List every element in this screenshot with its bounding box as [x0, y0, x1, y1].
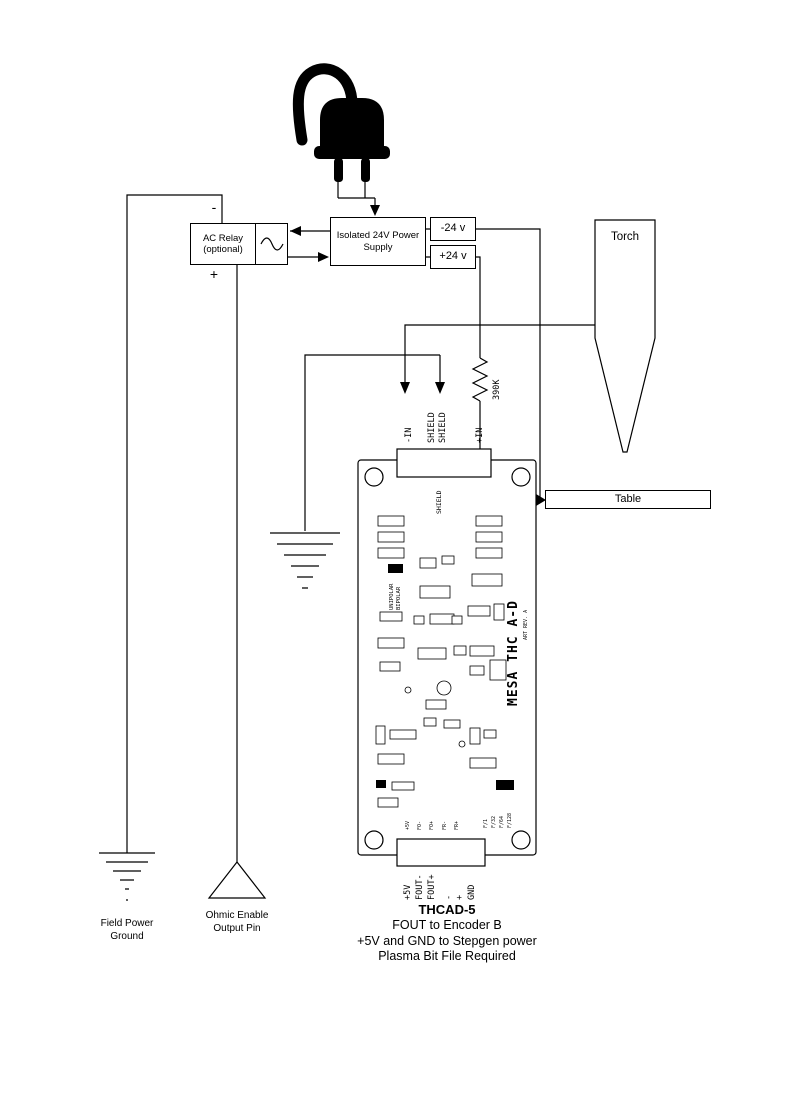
board-pin-fr-minus-label: FR-: [442, 821, 448, 830]
ac-relay-box: AC Relay (optional): [190, 223, 256, 265]
arrow-down-neg-in-icon: [400, 382, 410, 394]
shield-ground-icon: [270, 532, 340, 589]
ac-relay-label: AC Relay: [202, 232, 244, 244]
board-components: [375, 515, 514, 808]
resistor-value-label: 390K: [492, 379, 502, 400]
arrow-right-into-supply-icon: [318, 252, 329, 262]
arrow-right-into-table-icon: [536, 494, 546, 506]
terminal-fout-plus-label: FOUT+: [427, 874, 437, 900]
pos24v-box: +24 v: [430, 245, 476, 269]
arrow-left-into-relay-icon: [290, 226, 301, 236]
field-ground-label-line1: Field Power: [100, 918, 154, 929]
wire-supply-to-24v: [426, 228, 430, 258]
board-logo-label: MESA THC A-D: [506, 600, 521, 706]
terminal-minus-label: -: [444, 895, 454, 900]
relay-plus-label: +: [209, 266, 219, 282]
ohmic-enable-label: Ohmic Enable Output Pin: [193, 910, 281, 935]
relay-minus-label: -: [211, 199, 217, 215]
board-freq-f64-label: F/64: [499, 816, 505, 828]
table-label: Table: [614, 492, 642, 505]
board-pin-fo-minus-label: FO-: [417, 821, 423, 830]
terminal-shield1-label: SHIELD: [427, 412, 437, 443]
board-silk-unipolar-label: UNIPOLAR: [389, 583, 395, 610]
terminal-neg-in-label: -IN: [404, 428, 414, 443]
sine-wave-icon: [259, 237, 284, 251]
terminal-gnd-label: GND: [467, 885, 477, 900]
ohmic-enable-label-line1: Ohmic Enable: [205, 910, 269, 921]
footer-notes: THCAD-5 FOUT to Encoder B +5V and GND to…: [322, 902, 572, 965]
torch-label: Torch: [610, 231, 640, 243]
footer-line1: FOUT to Encoder B: [392, 918, 502, 932]
arrow-down-into-supply-icon: [370, 205, 380, 216]
ohmic-triangle-icon: [207, 861, 267, 899]
table-box: Table: [545, 490, 711, 509]
field-ground-label: Field Power Ground: [85, 918, 169, 943]
terminal-5v-label: +5V: [403, 885, 413, 900]
power-plug-icon: [292, 63, 390, 182]
resistor-390k-icon: [471, 357, 489, 402]
terminal-plus-label: +: [455, 895, 465, 900]
neg24v-label: -24 v: [440, 222, 466, 235]
field-ground-label-line2: Ground: [110, 930, 144, 942]
board-silk-shield-label: SHIELD: [435, 490, 443, 514]
torch-shape: [594, 219, 656, 453]
footer-line2: +5V and GND to Stepgen power: [357, 933, 537, 948]
board-top-connector: [396, 448, 492, 478]
board-freq-f1-label: F/1: [483, 819, 489, 828]
terminal-fout-minus-label: FOUT-: [415, 874, 425, 900]
neg24v-box: -24 v: [430, 217, 476, 241]
pos24v-label: +24 v: [439, 250, 467, 263]
footer-line3: Plasma Bit File Required: [378, 949, 516, 963]
ohmic-enable-label-line2: Output Pin: [213, 922, 261, 934]
terminal-pos-in-label: +IN: [475, 428, 485, 443]
field-ground-icon: [99, 852, 155, 901]
board-freq-f32-label: F/32: [491, 816, 497, 828]
terminal-shield2-label: SHIELD: [438, 412, 448, 443]
wire-shield: [304, 354, 441, 531]
board-pin-fo-plus-label: FO+: [429, 821, 435, 830]
wire-plug-to-supply: [337, 182, 376, 206]
board-bottom-connector: [396, 838, 486, 867]
board-pin-5v-label: +5V: [405, 821, 411, 830]
ac-relay-coil-box: [255, 223, 288, 265]
ac-relay-optional-label: (optional): [203, 244, 243, 255]
supply-label-line1: Isolated 24V Power: [336, 230, 420, 242]
footer-title: THCAD-5: [418, 902, 476, 917]
wire-relay-minus-to-ground: [126, 194, 223, 853]
board-freq-f128-label: F/128: [507, 813, 513, 828]
wire-pos24-to-resistor: [476, 256, 481, 449]
arrow-down-shield-icon: [435, 382, 445, 394]
supply-label-line2: Supply: [363, 241, 393, 253]
board-rev-label: ART REV. A: [523, 610, 529, 640]
board-silk-bipolar-label: BIPOLAR: [396, 586, 402, 610]
wire-torch-to-neg-in: [404, 324, 595, 382]
isolated-supply-box: Isolated 24V Power Supply: [330, 217, 426, 266]
board-pin-fr-plus-label: FR+: [454, 821, 460, 830]
